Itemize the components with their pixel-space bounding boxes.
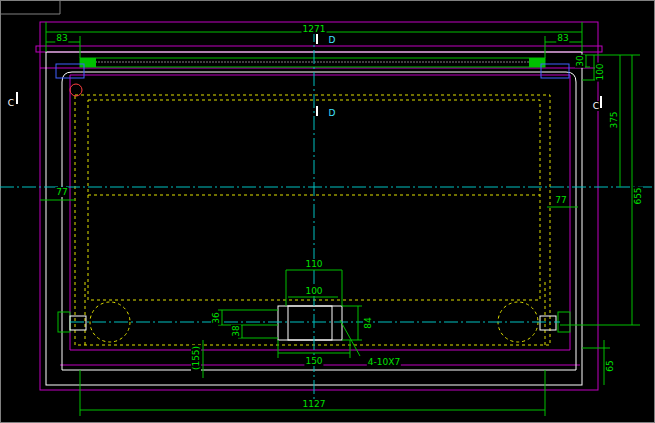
dimension: 655 bbox=[633, 186, 643, 205]
dimension: 38 bbox=[231, 324, 241, 337]
hidden-lines bbox=[75, 95, 550, 345]
dimension: 36 bbox=[211, 311, 221, 324]
section-marks bbox=[16, 34, 602, 116]
hatch-band bbox=[56, 58, 569, 96]
dimension: 1271 bbox=[302, 24, 327, 34]
dimension: (155) bbox=[191, 345, 201, 371]
dimension: 375 bbox=[609, 110, 619, 129]
housing-outline bbox=[36, 22, 602, 390]
dimension: 110 bbox=[304, 259, 323, 269]
center-line bbox=[0, 28, 655, 405]
dimension: 30 bbox=[575, 54, 585, 67]
section-mark: D bbox=[328, 35, 337, 45]
dimension: 65 bbox=[605, 359, 615, 372]
dimension: 83 bbox=[556, 33, 569, 43]
section-mark: C bbox=[592, 101, 600, 111]
section-mark: D bbox=[328, 108, 337, 118]
dimension: 83 bbox=[55, 33, 68, 43]
dimension: 84 bbox=[363, 316, 373, 329]
dimension: 100 bbox=[304, 286, 323, 296]
section-mark: C bbox=[7, 98, 15, 108]
callout-note: 4-10X7 bbox=[367, 357, 401, 367]
dimension: 1127 bbox=[302, 399, 327, 409]
dimension: 77 bbox=[55, 187, 68, 197]
dimension-lines bbox=[40, 22, 640, 416]
dimension: 150 bbox=[304, 356, 323, 366]
dimension: 100 bbox=[595, 62, 605, 81]
dimension: 77 bbox=[554, 195, 567, 205]
